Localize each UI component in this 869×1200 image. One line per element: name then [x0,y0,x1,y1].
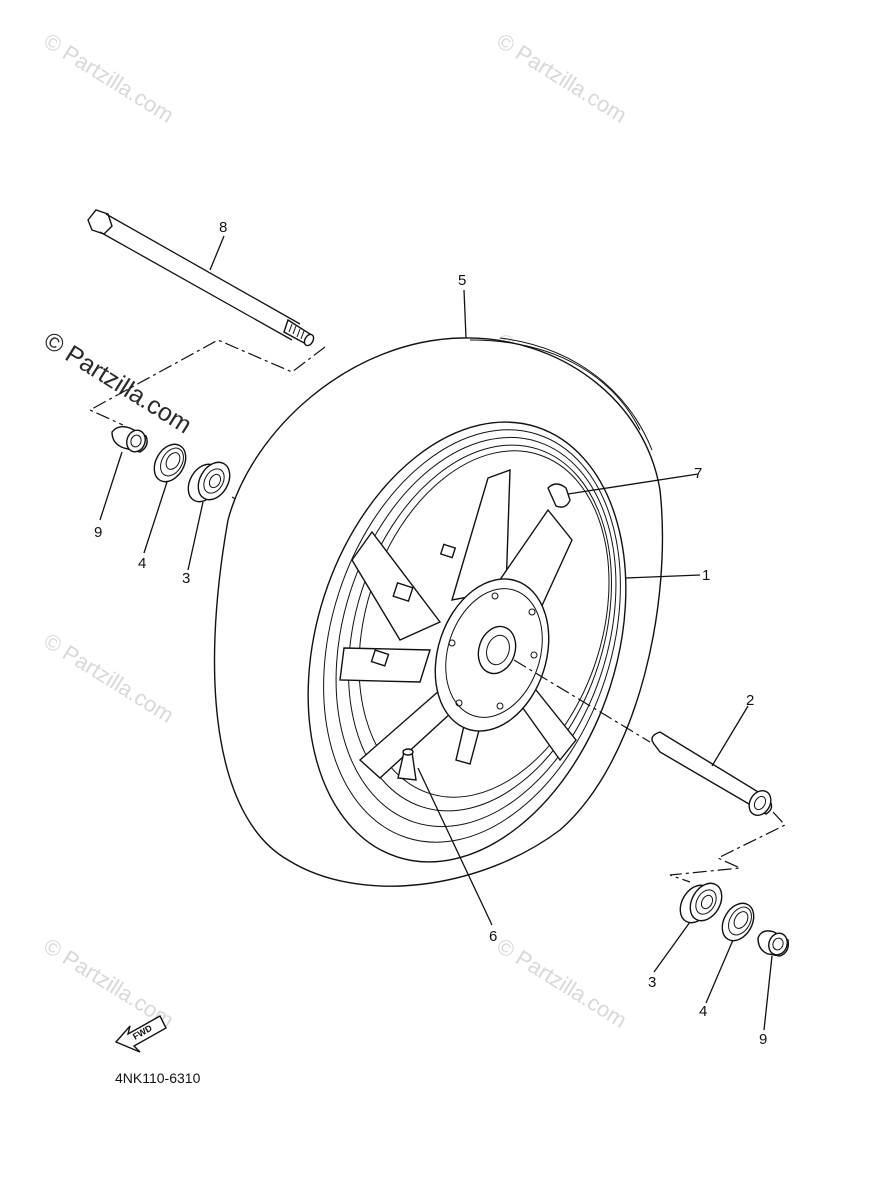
collar-part [111,425,148,453]
watermark: © Partzilla.com [39,326,197,439]
callout-2: 2 [746,692,754,709]
callout-7: 7 [694,465,702,482]
fwd-arrow-icon: FWD [114,1015,167,1053]
collar-part [757,930,790,957]
oil-seal-part [721,902,755,942]
callout-4: 4 [138,555,146,572]
front-axle-part [87,209,315,347]
assembly-line-right [513,659,786,883]
watermark: © Partzilla.com [492,933,631,1033]
bearing-part [187,461,231,503]
callout-9: 9 [759,1031,767,1048]
wheel-hub [370,543,550,732]
callout-1: 1 [702,567,710,584]
watermark: © Partzilla.com [492,28,631,128]
spacer-part [651,731,773,817]
callout-labels: 1 2 3 3 4 4 5 6 7 8 9 9 [94,219,767,1048]
watermark: © Partzilla.com [39,628,178,728]
leader-lines [99,235,773,1031]
callout-5: 5 [458,272,466,289]
callout-4: 4 [699,1003,707,1020]
callout-9: 9 [94,524,102,541]
valve-part [397,748,417,781]
callout-3: 3 [648,974,656,991]
diagram-part-number: 4NK110-6310 [115,1070,201,1086]
watermark: © Partzilla.com [39,28,178,128]
oil-seal-part [153,443,187,483]
bearing-part [679,882,723,924]
callout-6: 6 [489,928,497,945]
callout-8: 8 [219,219,227,236]
callout-3: 3 [182,570,190,587]
balance-weight-part [547,483,571,508]
